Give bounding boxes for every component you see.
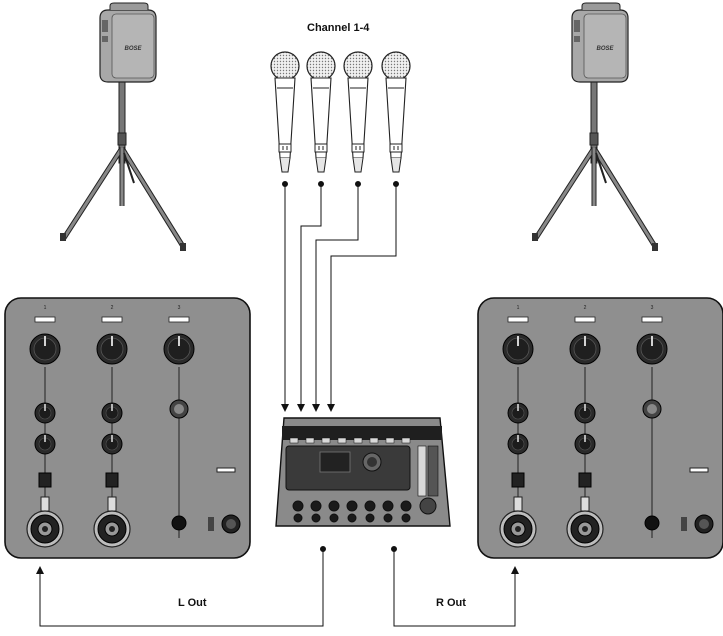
mic-cables xyxy=(283,182,399,409)
microphone-icons xyxy=(271,52,410,172)
right-speaker-icon xyxy=(532,3,658,251)
right-out-label: R Out xyxy=(436,597,466,609)
microphone-icon xyxy=(344,52,372,172)
microphone-icon xyxy=(307,52,335,172)
microphone-icon xyxy=(382,52,410,172)
right-speaker-panel xyxy=(478,298,723,558)
left-speaker-panel xyxy=(5,298,250,558)
left-speaker-icon xyxy=(60,3,186,251)
left-out-label: L Out xyxy=(178,597,207,609)
channel-label: Channel 1-4 xyxy=(307,22,369,34)
microphone-icon xyxy=(271,52,299,172)
mixer-icon xyxy=(276,418,450,526)
